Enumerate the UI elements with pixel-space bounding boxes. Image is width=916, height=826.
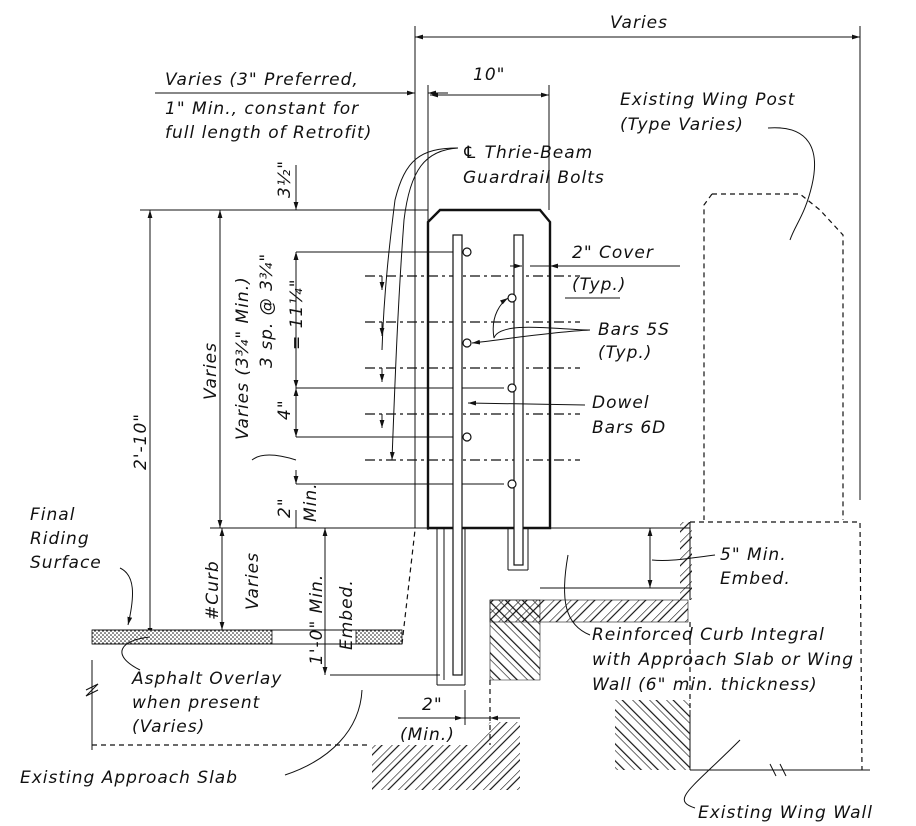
bar-5s-right [513, 234, 524, 566]
final-label-3: Surface [30, 553, 102, 573]
centerline-icon: ℄ [462, 143, 485, 163]
bolts-label-1: ℄ Thrie-Beam [462, 143, 593, 163]
offset-text-1: Varies (3" Preferred, [165, 70, 359, 90]
dowel-label-2: Bars 6D [592, 418, 666, 438]
bar-5s-left [452, 234, 463, 676]
top-dim-label: 3½" [275, 160, 295, 198]
varies-vertical-label: Varies [201, 342, 221, 400]
two-min-label-1: 2" [422, 695, 443, 715]
bar-circle [507, 479, 517, 489]
asphalt-label-2: when present [132, 693, 261, 713]
four-inch-label: 4" [275, 399, 295, 420]
total-height-label: 2'-10" [131, 413, 151, 470]
five-in-label-2: Embed. [720, 569, 791, 589]
asphalt-overlay [91, 629, 273, 645]
offset-text-2: 1" Min., constant for [165, 99, 359, 119]
embed-word-label: Embed. [337, 579, 357, 650]
curb-varies-label: Varies [243, 552, 263, 610]
dowel-label-1: Dowel [592, 393, 650, 413]
curb-note-2: with Approach Slab or Wing [592, 650, 854, 670]
bar-circle [462, 432, 472, 442]
two-inch-label: 2" [275, 497, 295, 518]
bar-circle [507, 383, 517, 393]
bolts-label-2: Guardrail Bolts [463, 168, 605, 188]
final-label-1: Final [30, 505, 75, 525]
approach-slab-label: Existing Approach Slab [20, 768, 238, 788]
cover-label-1: 2" Cover [572, 243, 654, 263]
overall-width-label: Varies [610, 13, 668, 33]
cover-label-2: (Typ.) [572, 275, 626, 295]
bar-circle [462, 247, 472, 257]
two-min-label-2: (Min.) [400, 725, 455, 745]
bars5s-label-1: Bars 5S [598, 320, 670, 340]
min-label: Min. [301, 482, 321, 522]
bar-circle [507, 293, 517, 303]
varies-min-label: Varies (3¾" Min.) [233, 276, 253, 440]
bar-circle [462, 338, 472, 348]
concrete-post [426, 208, 552, 530]
spacing-label: 3 sp. @ 3¾" [257, 253, 277, 368]
curb-label: #Curb [203, 560, 223, 620]
five-in-label-1: 5" Min. [720, 545, 787, 565]
existing-post-label-1: Existing Wing Post [620, 90, 796, 110]
post-width-label: 10" [473, 65, 505, 85]
embed-12-label: 1'-0" Min. [307, 574, 327, 665]
offset-text-3: full length of Retrofit) [165, 123, 372, 143]
curb-note-1: Reinforced Curb Integral [592, 625, 825, 645]
spacing-total-label: = 11¼" [287, 278, 307, 350]
final-label-2: Riding [30, 529, 90, 549]
asphalt-label-3: (Varies) [132, 717, 205, 737]
wing-wall-label: Existing Wing Wall [698, 803, 873, 823]
bars5s-label-2: (Typ.) [598, 343, 652, 363]
curb-note-3: Wall (6" min. thickness) [592, 675, 818, 695]
asphalt-label-1: Asphalt Overlay [131, 669, 282, 689]
existing-post-label-2: (Type Varies) [620, 115, 744, 135]
